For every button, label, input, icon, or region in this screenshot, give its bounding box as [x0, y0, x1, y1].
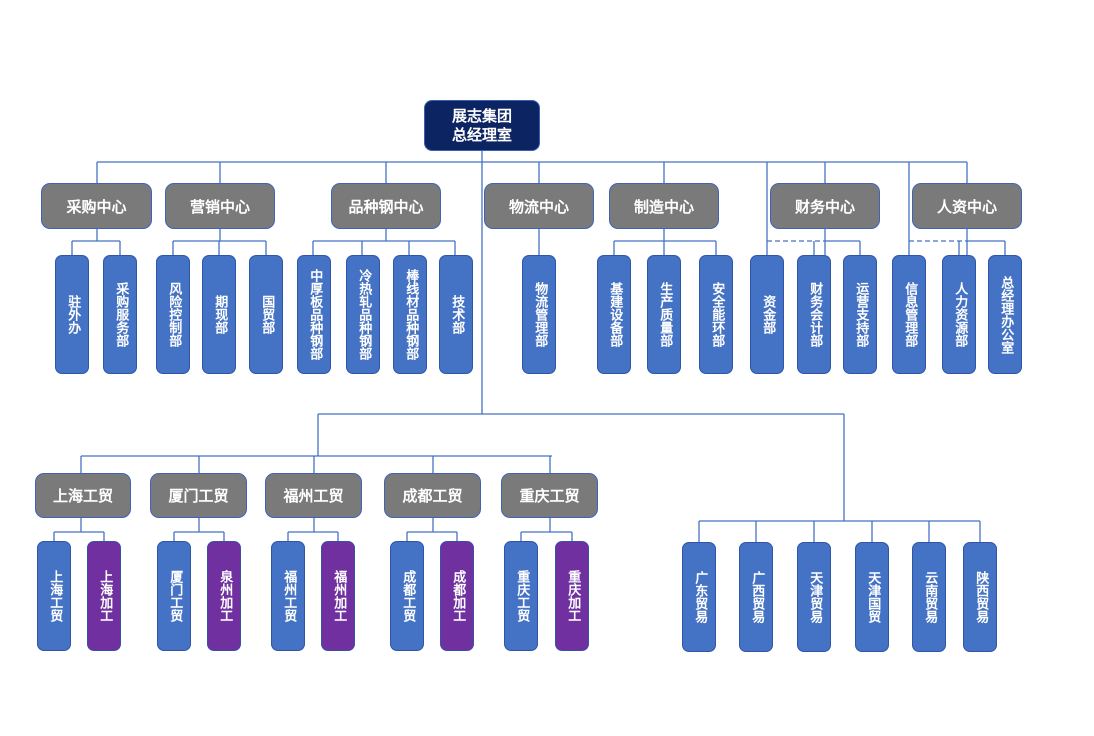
center-node[interactable]: 采购中心 [41, 183, 152, 229]
processing-unit-node[interactable]: 福州加工 [321, 541, 355, 651]
department-node[interactable]: 安全能环部 [699, 255, 733, 374]
processing-unit-node[interactable]: 重庆加工 [555, 541, 589, 651]
department-node[interactable]: 基建设备部 [597, 255, 631, 374]
trade-unit-node[interactable]: 厦门工贸 [157, 541, 191, 651]
department-node[interactable]: 驻外办 [55, 255, 89, 374]
department-node[interactable]: 财务会计部 [797, 255, 831, 374]
department-node[interactable]: 生产质量部 [647, 255, 681, 374]
regional-trade-node[interactable]: 陕西贸易 [963, 542, 997, 652]
department-node[interactable]: 棒线材品种钢部 [393, 255, 427, 374]
department-node[interactable]: 运营支持部 [843, 255, 877, 374]
branch-node[interactable]: 成都工贸 [384, 473, 481, 518]
regional-trade-node[interactable]: 云南贸易 [912, 542, 946, 652]
trade-unit-node[interactable]: 福州工贸 [271, 541, 305, 651]
department-node[interactable]: 中厚板品种钢部 [297, 255, 331, 374]
department-node[interactable]: 技术部 [439, 255, 473, 374]
department-node[interactable]: 资金部 [750, 255, 784, 374]
department-node[interactable]: 风险控制部 [156, 255, 190, 374]
branch-node[interactable]: 重庆工贸 [501, 473, 598, 518]
branch-node[interactable]: 上海工贸 [35, 473, 131, 518]
department-node[interactable]: 国贸部 [249, 255, 283, 374]
branch-node[interactable]: 厦门工贸 [150, 473, 247, 518]
center-node[interactable]: 物流中心 [484, 183, 594, 229]
trade-unit-node[interactable]: 上海工贸 [37, 541, 71, 651]
center-node[interactable]: 品种钢中心 [331, 183, 441, 229]
center-node[interactable]: 制造中心 [609, 183, 719, 229]
department-node[interactable]: 冷热轧品种钢部 [346, 255, 380, 374]
department-node[interactable]: 采购服务部 [103, 255, 137, 374]
regional-trade-node[interactable]: 广东贸易 [682, 542, 716, 652]
regional-trade-node[interactable]: 天津国贸 [855, 542, 889, 652]
branch-node[interactable]: 福州工贸 [265, 473, 362, 518]
center-node[interactable]: 人资中心 [912, 183, 1022, 229]
root-title-line2: 总经理室 [451, 125, 512, 144]
root-node[interactable]: 展志集团 总经理室 [424, 100, 540, 151]
department-node[interactable]: 期现部 [202, 255, 236, 374]
department-node[interactable]: 总经理办公室 [988, 255, 1022, 374]
department-node[interactable]: 信息管理部 [892, 255, 926, 374]
department-node[interactable]: 物流管理部 [522, 255, 556, 374]
processing-unit-node[interactable]: 泉州加工 [207, 541, 241, 651]
center-node[interactable]: 财务中心 [770, 183, 880, 229]
processing-unit-node[interactable]: 成都加工 [440, 541, 474, 651]
regional-trade-node[interactable]: 广西贸易 [739, 542, 773, 652]
root-title-line1: 展志集团 [451, 106, 512, 125]
department-node[interactable]: 人力资源部 [942, 255, 976, 374]
trade-unit-node[interactable]: 重庆工贸 [504, 541, 538, 651]
center-node[interactable]: 营销中心 [165, 183, 275, 229]
regional-trade-node[interactable]: 天津贸易 [797, 542, 831, 652]
trade-unit-node[interactable]: 成都工贸 [390, 541, 424, 651]
processing-unit-node[interactable]: 上海加工 [87, 541, 121, 651]
